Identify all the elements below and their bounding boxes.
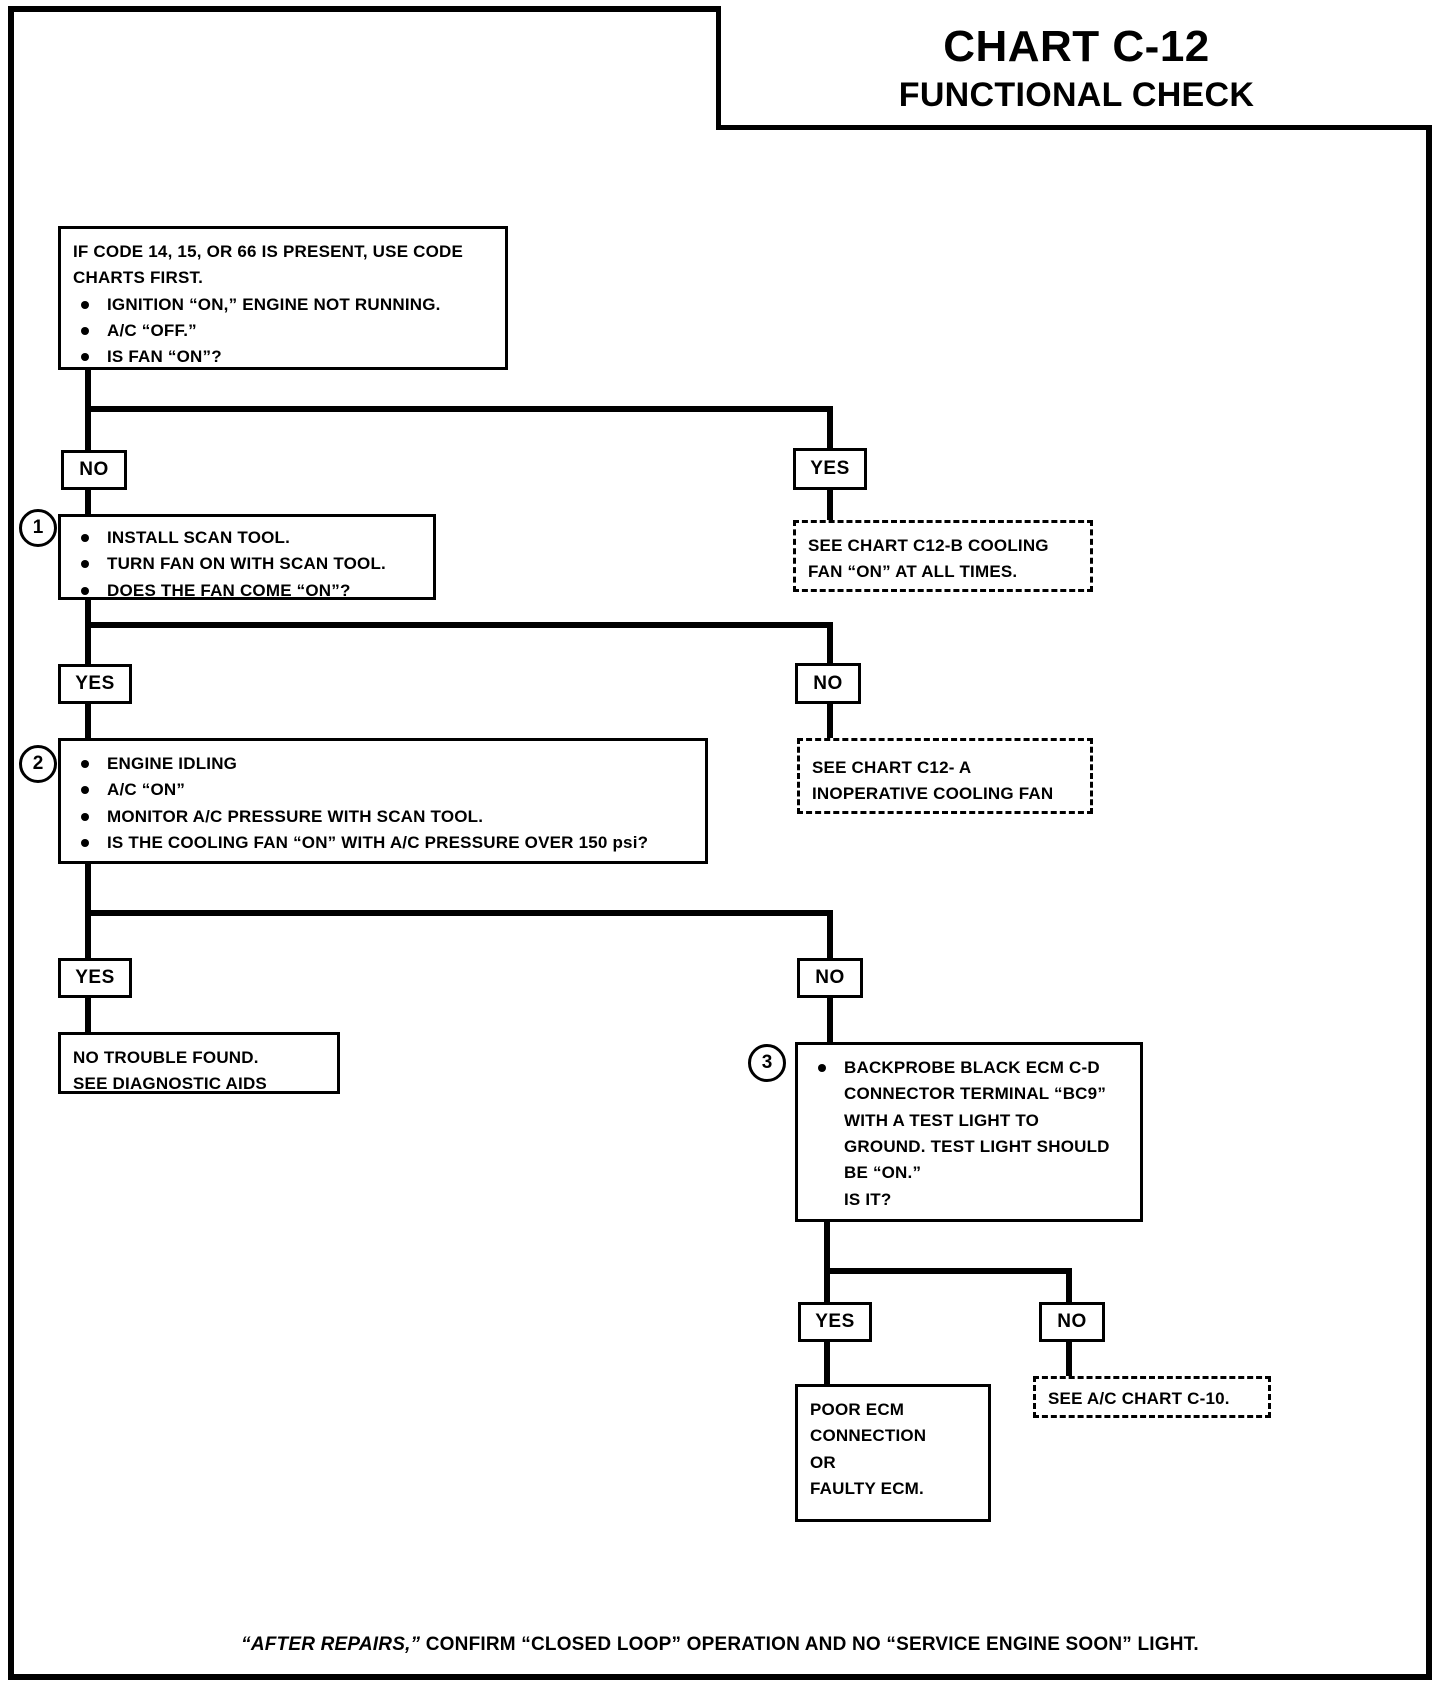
- connector-step3-to-no: [1066, 1268, 1072, 1302]
- connector-start-down: [85, 370, 91, 406]
- page-frame-right: [1426, 6, 1432, 1680]
- chart-c12b-box[interactable]: SEE CHART C12-B COOLING FAN “ON” AT ALL …: [793, 520, 1093, 592]
- connector-step2no-to-step3: [827, 998, 833, 1042]
- chart-c12b-line-1: SEE CHART C12-B COOLING: [808, 536, 1049, 555]
- connector-step1-to-yes: [85, 622, 91, 664]
- page-frame-top: [8, 6, 718, 12]
- connector-step2-to-yes: [85, 910, 91, 958]
- step2-bullet-1: ENGINE IDLING: [73, 751, 693, 777]
- no-trouble-line-1: NO TROUBLE FOUND.: [73, 1048, 259, 1067]
- branch-step2-no[interactable]: NO: [797, 958, 863, 998]
- step3-cont-1: CONNECTOR TERMINAL “BC9”: [844, 1084, 1107, 1104]
- no-trouble-found-box: NO TROUBLE FOUND. SEE DIAGNOSTIC AIDS: [58, 1032, 340, 1094]
- connector-step1-down: [85, 600, 91, 622]
- connector-step1-bus: [85, 622, 833, 628]
- chart-c12a-box[interactable]: SEE CHART C12- A INOPERATIVE COOLING FAN: [797, 738, 1093, 814]
- start-bullet-3: IS FAN “ON”?: [73, 344, 493, 370]
- step3-cont-5: IS IT?: [844, 1189, 892, 1209]
- connector-step2yes-to-result: [85, 998, 91, 1032]
- connector-step1no-to-c12a: [827, 704, 833, 738]
- footer-note: “AFTER REPAIRS,” CONFIRM “CLOSED LOOP” O…: [0, 1634, 1440, 1656]
- step1-bullet-2: TURN FAN ON WITH SCAN TOOL.: [73, 551, 421, 577]
- chart-c12b-line-2: FAN “ON” AT ALL TIMES.: [808, 562, 1018, 582]
- connector-start-bus: [85, 406, 833, 412]
- start-box: IF CODE 14, 15, OR 66 IS PRESENT, USE CO…: [58, 226, 508, 370]
- start-bullet-1: IGNITION “ON,” ENGINE NOT RUNNING.: [73, 292, 493, 318]
- chart-c12a-line-2: INOPERATIVE COOLING FAN: [812, 784, 1054, 804]
- connector-start-to-no: [85, 406, 91, 450]
- chart-title: CHART C-12: [943, 22, 1210, 71]
- connector-yes-to-c12b: [827, 490, 833, 522]
- page-frame-left: [8, 6, 14, 1680]
- step2-bullet-2: A/C “ON”: [73, 777, 693, 803]
- no-trouble-line-2: SEE DIAGNOSTIC AIDS: [73, 1074, 267, 1094]
- connector-step3yes-to-ecm: [824, 1342, 830, 1384]
- footer-note-lead: “AFTER REPAIRS,”: [241, 1634, 421, 1655]
- branch-step1-no[interactable]: NO: [795, 663, 861, 704]
- branch-start-yes[interactable]: YES: [793, 448, 867, 490]
- poor-ecm-box: POOR ECM CONNECTION OR FAULTY ECM.: [795, 1384, 991, 1522]
- connector-step3-bus: [824, 1268, 1072, 1274]
- start-line-2: CHARTS FIRST.: [73, 268, 204, 288]
- connector-step2-down: [85, 864, 91, 910]
- chart-c10-line-1: SEE A/C CHART C-10.: [1048, 1389, 1230, 1408]
- step2-bullet-4: IS THE COOLING FAN “ON” WITH A/C PRESSUR…: [73, 830, 693, 856]
- step3-cont-4: BE “ON.”: [844, 1163, 922, 1183]
- connector-step1-to-no: [827, 622, 833, 664]
- step-number-2: 2: [19, 745, 57, 783]
- branch-step1-yes[interactable]: YES: [58, 664, 132, 704]
- branch-step3-no[interactable]: NO: [1039, 1302, 1105, 1342]
- connector-start-to-yes: [827, 406, 833, 450]
- step3-bullet-1: BACKPROBE BLACK ECM C-D: [810, 1055, 1128, 1081]
- connector-step3-to-yes: [824, 1268, 830, 1302]
- poor-ecm-line-3: OR: [810, 1452, 836, 1472]
- poor-ecm-line-2: CONNECTION: [810, 1426, 927, 1446]
- chart-c10-box[interactable]: SEE A/C CHART C-10.: [1033, 1376, 1271, 1418]
- footer-note-rest: CONFIRM “CLOSED LOOP” OPERATION AND NO “…: [420, 1634, 1199, 1655]
- step1-bullet-3: DOES THE FAN COME “ON”?: [73, 578, 421, 604]
- step3-cont-3: GROUND. TEST LIGHT SHOULD: [844, 1137, 1110, 1157]
- step1-bullet-1: INSTALL SCAN TOOL.: [73, 525, 421, 551]
- step2-box: ENGINE IDLING A/C “ON” MONITOR A/C PRESS…: [58, 738, 708, 864]
- step2-bullet-3: MONITOR A/C PRESSURE WITH SCAN TOOL.: [73, 804, 693, 830]
- step1-box: INSTALL SCAN TOOL. TURN FAN ON WITH SCAN…: [58, 514, 436, 600]
- poor-ecm-line-1: POOR ECM: [810, 1400, 905, 1419]
- step-number-1: 1: [19, 509, 57, 547]
- start-bullet-2: A/C “OFF.”: [73, 318, 493, 344]
- start-line-1: IF CODE 14, 15, OR 66 IS PRESENT, USE CO…: [73, 242, 464, 261]
- branch-step2-yes[interactable]: YES: [58, 958, 132, 998]
- chart-c12a-line-1: SEE CHART C12- A: [812, 758, 972, 777]
- connector-step2-to-no: [827, 910, 833, 958]
- connector-step3-down: [824, 1222, 830, 1268]
- branch-step3-yes[interactable]: YES: [798, 1302, 872, 1342]
- connector-step1yes-to-step2: [85, 704, 91, 738]
- connector-no-to-step1: [85, 490, 91, 516]
- connector-step2-bus: [85, 910, 833, 916]
- branch-start-no[interactable]: NO: [61, 450, 127, 490]
- connector-step3no-to-c10: [1066, 1342, 1072, 1376]
- step3-cont-2: WITH A TEST LIGHT TO: [844, 1110, 1040, 1130]
- chart-title-block: CHART C-12 FUNCTIONAL CHECK: [716, 6, 1432, 130]
- step3-box: BACKPROBE BLACK ECM C-D CONNECTOR TERMIN…: [795, 1042, 1143, 1222]
- step-number-3: 3: [748, 1044, 786, 1082]
- page-frame-bottom: [8, 1674, 1432, 1680]
- chart-subtitle: FUNCTIONAL CHECK: [898, 76, 1255, 115]
- poor-ecm-line-4: FAULTY ECM.: [810, 1479, 924, 1499]
